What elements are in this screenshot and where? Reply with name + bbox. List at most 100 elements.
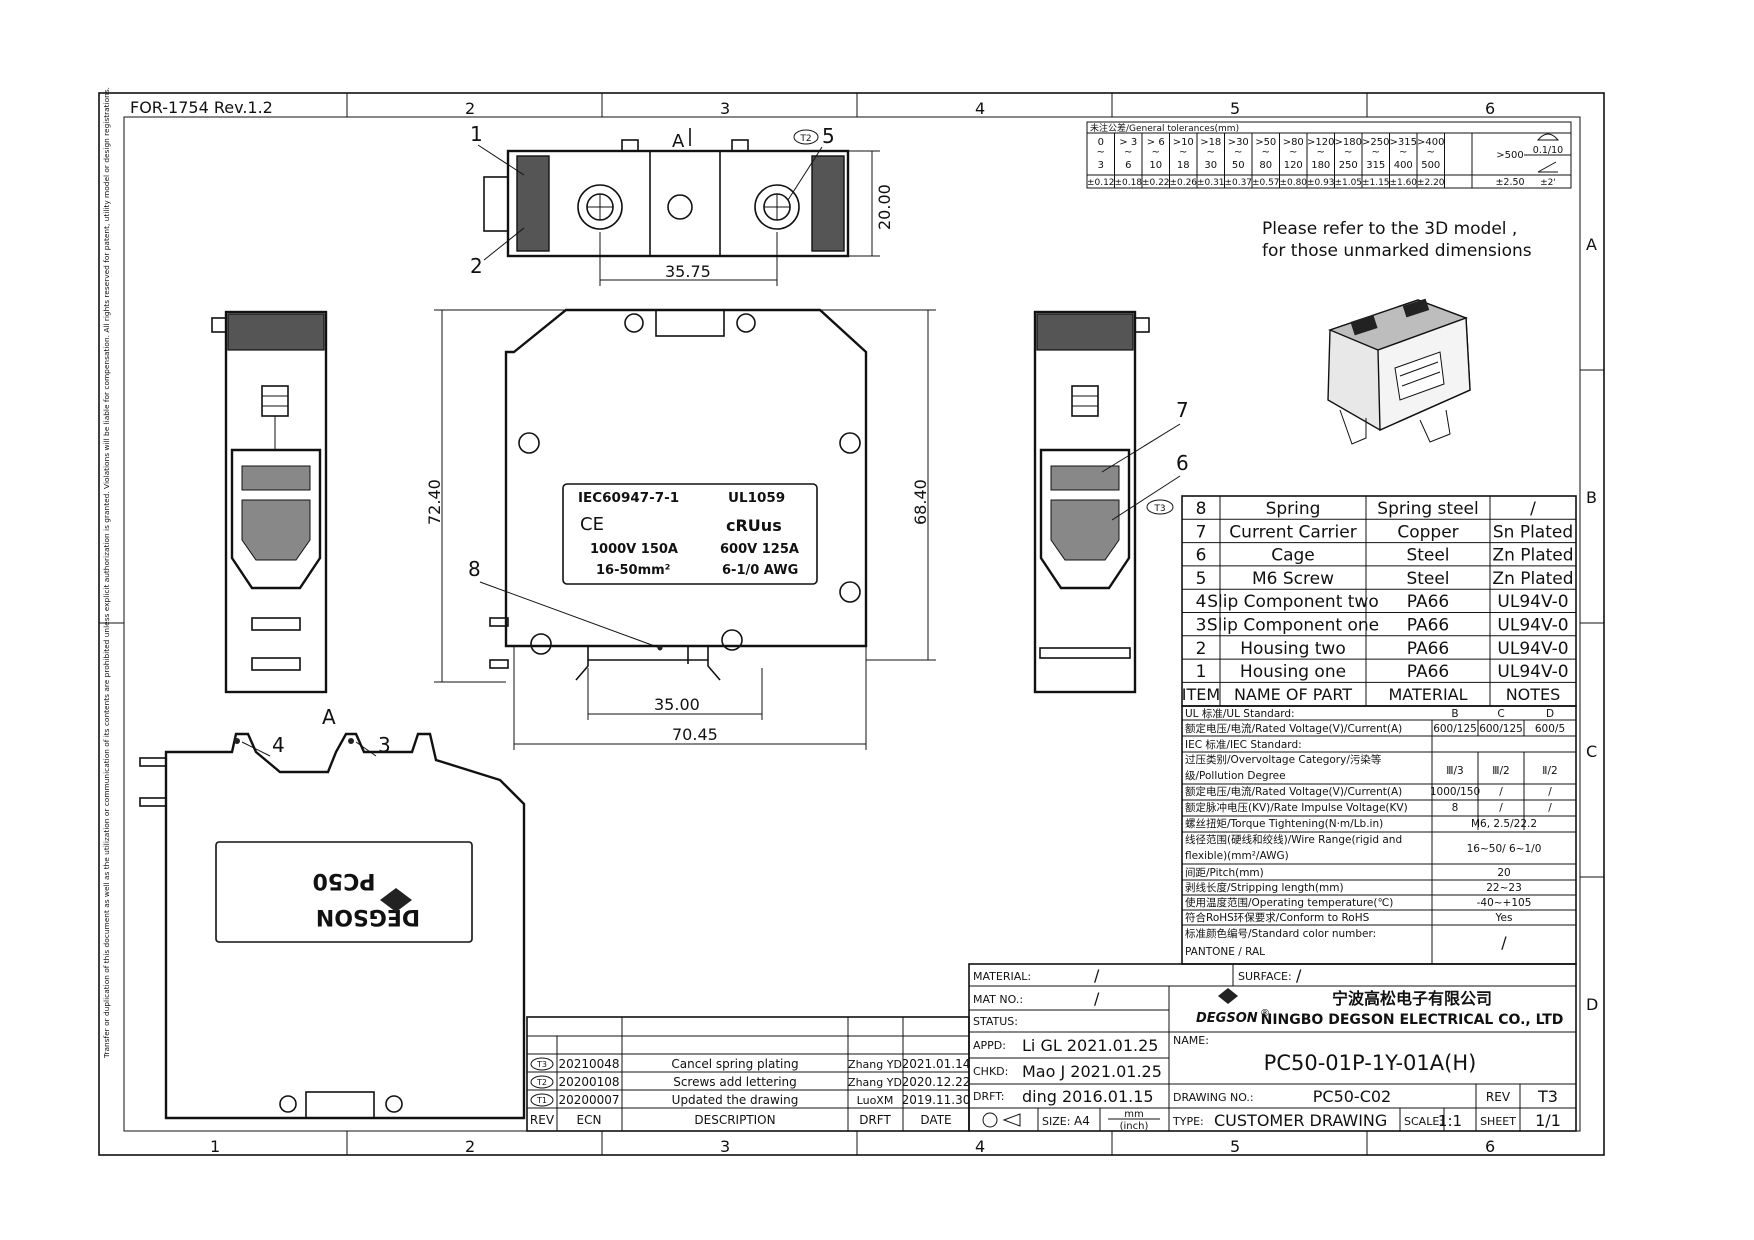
tol-from: >315	[1390, 137, 1417, 148]
balloon-4: 4	[272, 733, 285, 757]
bom-notes: UL94V-0	[1497, 639, 1568, 659]
zone-labels-right: A B C D	[1586, 235, 1598, 1014]
tol-tilde: ~	[1152, 147, 1160, 158]
rev-header-drft: DRFT	[859, 1113, 891, 1127]
tb-surface-value: /	[1296, 966, 1302, 985]
tol-value: ±0.26	[1169, 178, 1197, 188]
rev-header-description: DESCRIPTION	[694, 1113, 775, 1127]
angle-tol-2: ±2'	[1540, 178, 1556, 188]
tb-material-label: MATERIAL:	[973, 970, 1031, 983]
spec-color-1: 标准颜色编号/Standard color number:	[1185, 927, 1376, 940]
tol-value: ±0.31	[1197, 178, 1225, 188]
tol-to: 18	[1177, 160, 1190, 171]
confidentiality-notice: Transfer or duplication of this document…	[102, 87, 111, 1059]
angle-symbol	[1537, 161, 1558, 173]
spec-ul-val-d: 600/5	[1535, 723, 1565, 735]
title-block: MATERIAL: / SURFACE: / MAT NO.: / STATUS…	[968, 963, 1577, 1132]
bom-notes: Sn Plated	[1493, 522, 1573, 542]
left-side-view	[211, 310, 328, 694]
tb-drawing-value: PC50-C02	[1313, 1087, 1391, 1106]
rev-tag-t3	[1146, 499, 1174, 515]
tol-from: >180	[1335, 137, 1362, 148]
bom-part-name: Current Carrier	[1229, 522, 1356, 542]
tb-type-value: CUSTOMER DRAWING	[1214, 1111, 1387, 1130]
section-mark: A	[672, 131, 685, 152]
tb-drft-value: ding 2016.01.15	[1022, 1087, 1154, 1106]
tol-value: ±2.20	[1417, 178, 1445, 188]
bom-notes: UL94V-0	[1497, 592, 1568, 612]
tol-from: >10	[1173, 137, 1194, 148]
tb-rev-value: T3	[1537, 1087, 1558, 1106]
rev-drafter: Zhang YD	[848, 1058, 902, 1071]
balloon-2: 2	[470, 254, 483, 278]
projection-symbol	[982, 1112, 998, 1128]
balloon-8: 8	[468, 557, 481, 581]
bom-item: 4	[1196, 592, 1207, 612]
spec-iec-val-c: /	[1499, 786, 1503, 798]
tol-to: 180	[1311, 160, 1330, 171]
bom-notes: /	[1530, 499, 1536, 519]
bom-material: Spring steel	[1377, 499, 1478, 519]
tb-rev-label: REV	[1486, 1090, 1511, 1104]
bom-item: 8	[1196, 499, 1207, 519]
bom-notes: UL94V-0	[1497, 662, 1568, 682]
spec-temp-val: -40~+105	[1477, 897, 1532, 909]
bom-material: PA66	[1407, 662, 1449, 682]
bom-header-item: ITEM	[1182, 685, 1220, 704]
tol-from: >250	[1362, 137, 1389, 148]
tb-appd-label: APPD:	[973, 1039, 1006, 1052]
spec-color-val: /	[1501, 933, 1507, 952]
tol-to: 500	[1421, 160, 1440, 171]
tol-value: ±0.93	[1307, 178, 1335, 188]
tolerance-over500: >500	[1496, 150, 1523, 161]
dim-front-inner: 68.40	[911, 479, 930, 525]
zone-top-5: 5	[1230, 99, 1240, 118]
bom-part-name: Cage	[1271, 546, 1315, 566]
tol-from: >120	[1307, 137, 1334, 148]
balloon-6: 6	[1176, 451, 1189, 475]
tol-from: >18	[1200, 137, 1221, 148]
dim-rail: 35.00	[654, 695, 700, 714]
tb-scale-label: SCALE:	[1404, 1115, 1443, 1128]
spec-strip: 剥线长度/Stripping length(mm)	[1185, 881, 1344, 894]
rev-date: 2019.11.30	[902, 1093, 971, 1107]
bom-header-material: MATERIAL	[1388, 685, 1467, 704]
tol-tilde: ~	[1344, 147, 1352, 158]
tb-company-cn: 宁波高松电子有限公司	[1332, 989, 1492, 1008]
zone-right-a: A	[1586, 235, 1597, 254]
section-a-title: A	[322, 705, 336, 729]
angle-tol-1: 0.1/10	[1533, 145, 1563, 156]
bom-item: 7	[1196, 522, 1207, 542]
tol-to: 10	[1149, 160, 1162, 171]
label-range-awg: 6-1/0 AWG	[722, 563, 798, 578]
rev-tag-t2	[793, 129, 819, 145]
balloon-1: 1	[470, 122, 483, 146]
balloon-5: 5	[822, 124, 835, 148]
tol-value: ±1.15	[1362, 178, 1390, 188]
tolerance-table: 未注公差/General tolerances(mm) 0~3±0.12> 3~…	[1086, 121, 1572, 189]
rev-header-date: DATE	[920, 1113, 951, 1127]
tol-tilde: ~	[1399, 147, 1407, 158]
tb-chkd-value: Mao J 2021.01.25	[1022, 1062, 1162, 1081]
spec-impulse-val-c: /	[1499, 802, 1503, 814]
tol-value: ±0.12	[1087, 178, 1115, 188]
spec-pitch: 间距/Pitch(mm)	[1185, 866, 1264, 879]
bottom-brand: DEGSON	[316, 904, 420, 929]
tol-to: 250	[1339, 160, 1358, 171]
spec-rohs: 符合RoHS环保要求/Conform to RoHS	[1185, 911, 1370, 924]
rev-tag-t2-label: T2	[799, 134, 811, 144]
bom-item: 2	[1196, 639, 1207, 659]
spec-iec-val-d: /	[1548, 786, 1552, 798]
bom-material: PA66	[1407, 616, 1449, 636]
tolerance-over500-value: ±2.50	[1495, 177, 1524, 188]
spec-iec-rated: 额定电压/电流/Rated Voltage(V)/Current(A)	[1185, 785, 1402, 798]
tol-value: ±1.60	[1389, 178, 1417, 188]
rev-tag-t3-label: T3	[1153, 504, 1165, 514]
spec-temp: 使用温度范围/Operating temperature(℃)	[1185, 896, 1393, 909]
bottom-brand-logo	[380, 888, 412, 912]
